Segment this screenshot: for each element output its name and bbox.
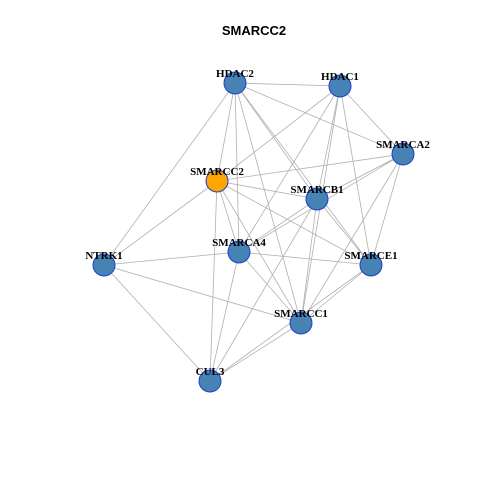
edge-layer: [103, 82, 404, 382]
node-label-smarca4: SMARCA4: [212, 237, 266, 249]
edge-hdac1-smarca4: [238, 85, 341, 253]
node-label-smarca2: SMARCA2: [376, 139, 430, 151]
node-smarca2[interactable]: [391, 142, 415, 166]
node-hdac1[interactable]: [328, 74, 352, 98]
edge-smarcb1-cul3: [209, 198, 318, 382]
edge-smarcc2-smarcb1: [216, 180, 318, 200]
node-hdac2[interactable]: [223, 71, 247, 95]
edge-smarca2-smarce1: [370, 153, 404, 266]
edge-smarca4-ntrk1: [103, 251, 240, 266]
edge-hdac2-smarcc1: [234, 82, 302, 324]
edge-smarca2-smarcc1: [300, 153, 404, 324]
edge-smarcc1-cul3: [209, 322, 302, 382]
edge-hdac2-smarce1: [234, 82, 372, 266]
node-label-smarcc1: SMARCC1: [274, 308, 328, 320]
edge-smarcc2-ntrk1: [103, 180, 218, 266]
edge-smarcc2-smarcc1: [216, 180, 302, 324]
edge-smarca2-smarcb1: [316, 153, 404, 200]
node-cul3[interactable]: [198, 369, 222, 393]
node-label-smarcb1: SMARCB1: [290, 184, 343, 196]
edge-ntrk1-cul3: [103, 264, 211, 382]
edge-smarcc2-smarca4: [216, 180, 240, 253]
graph-title: SMARCC2: [222, 23, 286, 38]
node-smarcb1[interactable]: [305, 187, 329, 211]
edge-smarcb1-smarce1: [316, 198, 372, 266]
node-label-cul3: CUL3: [196, 366, 225, 378]
node-label-hdac2: HDAC2: [216, 68, 254, 80]
node-label-ntrk1: NTRK1: [85, 250, 122, 262]
edge-hdac1-smarca2: [339, 85, 404, 155]
edge-hdac2-smarcc2: [216, 82, 236, 182]
node-smarcc1[interactable]: [289, 311, 313, 335]
node-label-smarce1: SMARCE1: [344, 250, 397, 262]
edge-smarce1-smarcc1: [300, 264, 372, 324]
node-label-hdac1: HDAC1: [321, 71, 359, 83]
edge-smarcc2-cul3: [209, 180, 218, 382]
node-layer: HDAC2 HDAC1SMARCA2SMARCC2SMARCB1SMARCA4NT…: [85, 68, 430, 393]
edge-smarcb1-smarca4: [238, 198, 318, 253]
edge-hdac1-smarce1: [339, 85, 372, 266]
edge-smarca4-smarcc1: [238, 251, 302, 324]
edge-hdac1-smarcc2: [216, 85, 341, 182]
node-smarce1[interactable]: [359, 253, 383, 277]
node-ntrk1[interactable]: [92, 253, 116, 277]
node-smarca4[interactable]: [227, 240, 251, 264]
edge-smarcb1-smarcc1: [300, 198, 318, 324]
edge-hdac1-smarcb1: [316, 85, 341, 200]
node-smarcc2[interactable]: [205, 169, 229, 193]
edge-smarca4-smarce1: [238, 251, 372, 266]
edge-hdac2-smarca4: [234, 82, 240, 253]
edge-hdac2-smarca2: [234, 82, 404, 155]
edge-hdac2-hdac1: [234, 82, 341, 87]
edge-ntrk1-smarcc1: [103, 264, 302, 324]
edge-hdac2-smarcb1: [234, 82, 318, 200]
edge-hdac2-ntrk1: [103, 82, 236, 266]
edge-smarca2-smarcc2: [216, 153, 404, 182]
edge-smarca4-cul3: [209, 251, 240, 382]
node-label-smarcc2: SMARCC2: [190, 166, 244, 178]
edge-smarcc2-smarce1: [216, 180, 372, 266]
